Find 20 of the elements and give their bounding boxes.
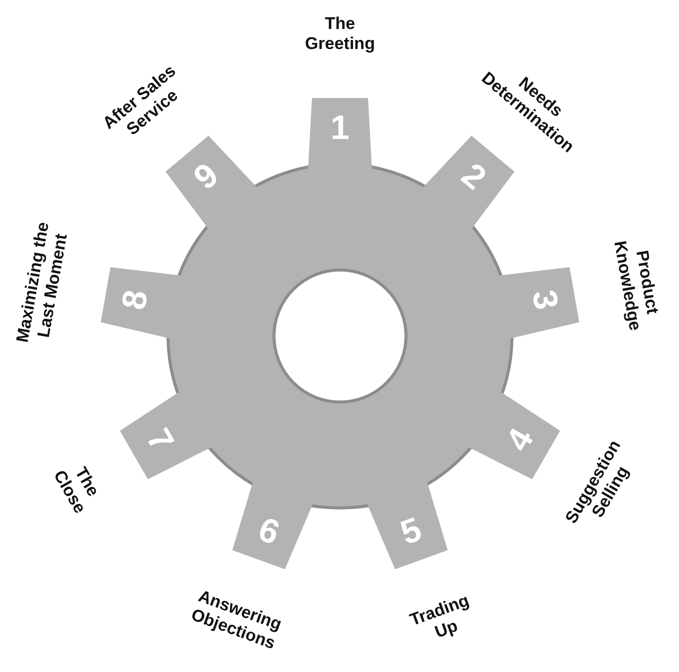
step-number: 9	[186, 156, 226, 198]
step-number: 1	[330, 109, 350, 147]
step-number: 8	[114, 287, 156, 312]
gear-tooth	[468, 391, 560, 480]
step-number: 6	[253, 510, 284, 553]
step-number: 3	[524, 287, 566, 312]
gear-tooth	[308, 98, 372, 170]
gear-tooth	[232, 481, 314, 570]
step-number: 5	[396, 510, 427, 553]
gear-tooth	[166, 136, 258, 230]
gear-tooth	[100, 267, 182, 339]
step-label: Trading Up	[406, 589, 473, 644]
step-label: Product Knowledge	[610, 238, 664, 334]
step-number: 4	[498, 422, 542, 458]
step-number: 2	[454, 156, 494, 198]
gear-tooth	[120, 391, 212, 480]
step-number: 7	[138, 422, 182, 458]
gear-tooth	[366, 481, 448, 570]
gear-tooth	[498, 267, 580, 339]
step-label: The Greeting	[304, 14, 376, 54]
